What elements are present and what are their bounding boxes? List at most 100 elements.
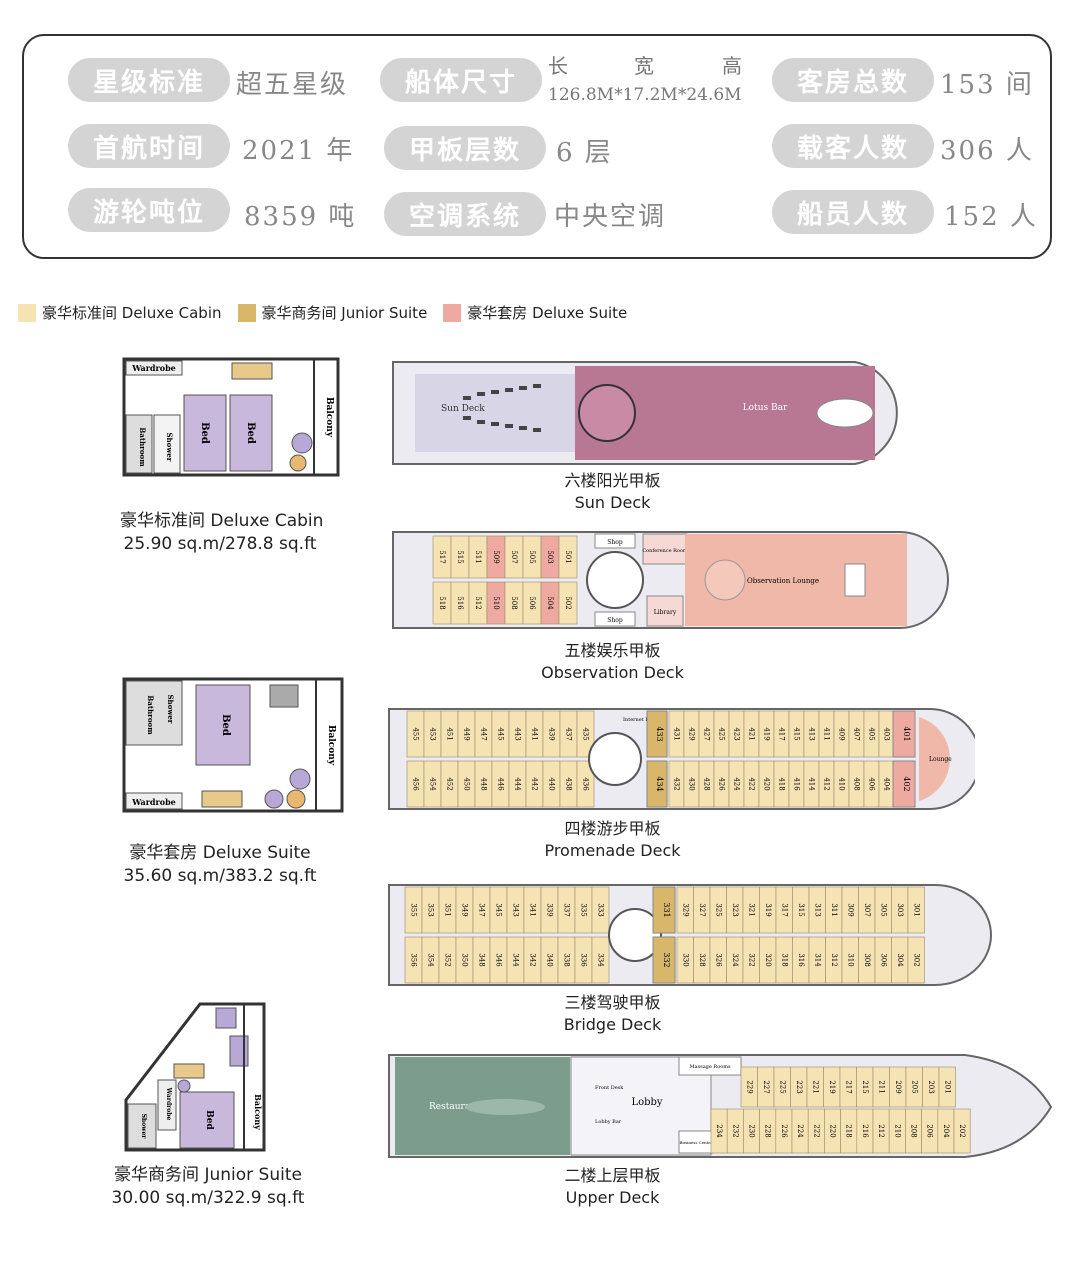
- shop-label: Shop: [607, 617, 623, 624]
- cabin-333: [591, 886, 610, 934]
- cabin-number-435: 435: [582, 727, 590, 740]
- cabin-501: [558, 535, 578, 579]
- balcony-label: Balcony: [326, 725, 336, 766]
- cabin-number-339: 339: [546, 903, 554, 916]
- crew-count-value: 152 人: [944, 202, 1038, 232]
- wardrobe-label: Wardrobe: [131, 797, 176, 807]
- cabin-number-309: 309: [846, 903, 854, 916]
- cabin-number-334: 334: [597, 953, 605, 967]
- cabin-number-437: 437: [565, 727, 573, 740]
- cabin-number-423: 423: [733, 727, 741, 740]
- cabin-number-353: 353: [427, 903, 435, 916]
- cabin-number-409: 409: [838, 727, 846, 740]
- cabin-number-448: 448: [480, 777, 488, 790]
- cabin-number-305: 305: [879, 903, 887, 916]
- shop-label: Shop: [607, 539, 623, 546]
- width-heading: 宽: [634, 54, 654, 78]
- cabin-number-503: 503: [546, 550, 554, 563]
- deck-name-cn: 二楼上层甲板: [564, 1166, 661, 1185]
- cabin-number-230: 230: [748, 1124, 756, 1137]
- cabin-number-438: 438: [565, 777, 573, 790]
- cabin-number-453: 453: [429, 727, 437, 740]
- cabin-number-324: 324: [731, 953, 739, 967]
- cabin-number-328: 328: [698, 953, 706, 966]
- cabin-number-424: 424: [733, 777, 741, 791]
- cabin-number-354: 354: [427, 953, 435, 967]
- cabin-331: 331: [662, 902, 671, 917]
- cabin-number-450: 450: [463, 777, 471, 790]
- ac-system-label: 空调系统: [384, 192, 546, 236]
- cabin-number-312: 312: [830, 953, 838, 966]
- cabin-number-347: 347: [478, 903, 486, 916]
- cabin-number-218: 218: [845, 1124, 853, 1137]
- cabin-number-223: 223: [795, 1080, 803, 1093]
- cabin-number-452: 452: [446, 777, 454, 790]
- deluxe-cabin-caption: 豪华标准间 Deluxe Cabin 25.90 sq.m/278.8 sq.f…: [120, 510, 323, 556]
- legend-swatch: [237, 303, 256, 322]
- cabin-number-517: 517: [438, 550, 446, 563]
- cabin-number-429: 429: [688, 727, 696, 740]
- front-desk-label: Front Desk: [595, 1085, 624, 1091]
- cabin-number-224: 224: [796, 1124, 804, 1138]
- cabin-number-202: 202: [958, 1124, 966, 1137]
- cabin-number-504: 504: [546, 596, 554, 610]
- hull-size-value: 126.8M*17.2M*24.6M: [548, 85, 742, 105]
- cabin-number-430: 430: [688, 777, 696, 790]
- cabin-number-501: 501: [564, 550, 572, 563]
- deck-count-label: 甲板层数: [384, 126, 546, 170]
- cabin-number-502: 502: [564, 596, 572, 609]
- cabin-number-340: 340: [546, 953, 554, 966]
- passenger-capacity-value: 306 人: [940, 136, 1034, 166]
- star-rating-label: 星级标准: [68, 58, 230, 102]
- cabin-number-511: 511: [474, 550, 482, 563]
- cabin-number-405: 405: [868, 727, 876, 740]
- cabin-502: [558, 581, 578, 625]
- cabin-number-307: 307: [863, 903, 871, 916]
- cabin-number-333: 333: [597, 903, 605, 916]
- cabin-number-421: 421: [748, 727, 756, 740]
- cabin-number-227: 227: [762, 1080, 770, 1093]
- cabin-number-335: 335: [580, 903, 588, 916]
- tonnage-value: 8359 吨: [244, 202, 357, 232]
- cabin-436: [576, 760, 595, 808]
- cabin-number-356: 356: [410, 953, 418, 967]
- junior-suite-caption: 豪华商务间 Junior Suite 30.00 sq.m/322.9 sq.f…: [108, 1164, 308, 1210]
- lounge-label: Lounge: [929, 756, 952, 763]
- lobby-label: Lobby: [631, 1097, 662, 1108]
- cabin-number-222: 222: [812, 1124, 820, 1137]
- cabin-number-343: 343: [512, 903, 520, 916]
- cabin-433: 433: [655, 726, 664, 741]
- deck-name-en: Sun Deck: [574, 493, 651, 512]
- legend-label: 豪华套房 Deluxe Suite: [467, 304, 628, 322]
- cabin-number-444: 444: [514, 777, 522, 791]
- deck-name-cn: 四楼游步甲板: [564, 819, 661, 838]
- cabin-401: 401: [902, 726, 911, 741]
- cabin-number-454: 454: [429, 777, 437, 791]
- cabin-number-226: 226: [780, 1124, 788, 1138]
- cabin-number-205: 205: [910, 1080, 918, 1093]
- cabin-number-351: 351: [444, 903, 452, 916]
- cabin-number-419: 419: [763, 727, 771, 740]
- cabin-number-322: 322: [747, 953, 755, 966]
- star-rating-value: 超五星级: [236, 70, 349, 100]
- cabin-number-516: 516: [456, 596, 464, 610]
- observation-deck-caption: 五楼娱乐甲板 Observation Deck: [540, 640, 685, 684]
- cabin-number-325: 325: [714, 903, 722, 916]
- tonnage-label: 游轮吨位: [68, 188, 230, 232]
- cabin-number-348: 348: [478, 953, 486, 966]
- cabin-number-456: 456: [412, 777, 420, 791]
- cabin-number-439: 439: [548, 727, 556, 740]
- cabin-number-341: 341: [529, 903, 537, 916]
- cabin-number-518: 518: [438, 596, 446, 609]
- cabin-number-313: 313: [813, 903, 821, 916]
- cabin-number-427: 427: [703, 727, 711, 740]
- cabin-number-204: 204: [942, 1124, 950, 1138]
- room-area: 35.60 sq.m/383.2 sq.ft: [123, 866, 317, 886]
- cabin-number-337: 337: [563, 903, 571, 916]
- cabin-202: [953, 1108, 971, 1154]
- cabin-number-446: 446: [497, 777, 505, 791]
